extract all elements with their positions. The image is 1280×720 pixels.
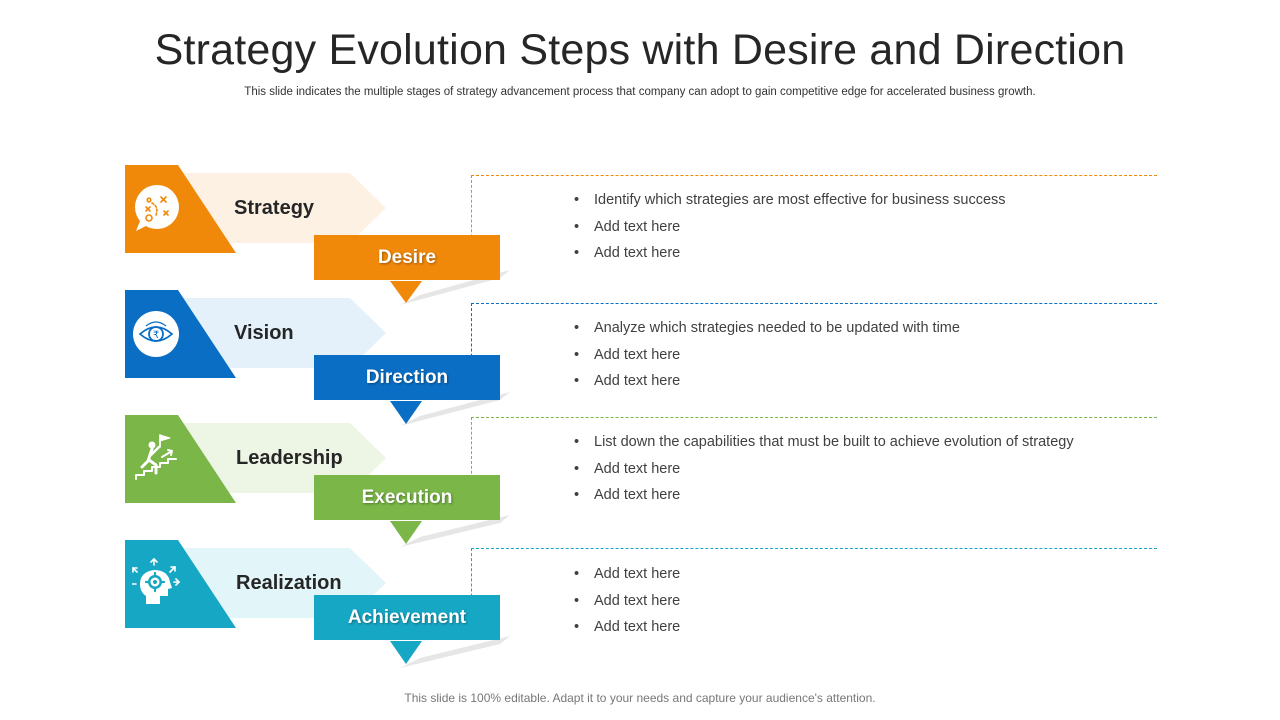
slide-footer: This slide is 100% editable. Adapt it to… [404, 691, 876, 705]
bullet-item: Add text here [574, 561, 680, 588]
stage-label: Realization [236, 572, 342, 594]
svg-text:₹: ₹ [153, 330, 159, 341]
bullet-list: List down the capabilities that must be … [574, 429, 1074, 509]
stage-color-tab [125, 540, 236, 628]
bullet-item: Analyze which strategies needed to be up… [574, 315, 960, 342]
step-strategy: Strategy Desire Identify which strategie… [0, 165, 1280, 305]
bullet-list: Add text here Add text here Add text her… [574, 561, 680, 641]
stage-label: Strategy [234, 197, 315, 219]
banner-down-arrow [390, 281, 422, 303]
head-gear-icon [132, 558, 180, 606]
banner-desire: Desire [314, 235, 500, 280]
stage-color-tab [125, 415, 236, 503]
bullet-item: Add text here [574, 614, 680, 641]
climbing-stairs-flag-icon [132, 433, 180, 481]
strategy-plan-icon [132, 185, 180, 233]
stage-label: Vision [234, 322, 294, 344]
step-realization: Realization Achievement Add text here Ad… [0, 540, 1280, 668]
dashed-bracket [471, 417, 1157, 503]
bullet-item: Add text here [574, 214, 1006, 241]
banner-down-arrow [390, 401, 422, 424]
bullet-item: Add text here [574, 482, 1074, 509]
bullet-item: List down the capabilities that must be … [574, 429, 1074, 456]
eye-rupee-icon: ₹ [132, 310, 180, 358]
bullet-item: Add text here [574, 240, 1006, 267]
banner-shadow [400, 515, 510, 547]
banner-direction: Direction [314, 355, 500, 400]
banner-achievement: Achievement [314, 595, 500, 640]
banner-shadow [400, 392, 510, 426]
banner-execution: Execution [314, 475, 500, 520]
bullet-item: Add text here [574, 588, 680, 615]
bullet-list: Identify which strategies are most effec… [574, 187, 1006, 267]
bullet-item: Add text here [574, 456, 1074, 483]
bullet-list: Analyze which strategies needed to be up… [574, 315, 960, 395]
dashed-bracket [471, 303, 1157, 392]
dashed-bracket [471, 548, 1157, 627]
slide-title: Strategy Evolution Steps with Desire and… [154, 26, 1126, 74]
bullet-item: Add text here [574, 368, 960, 395]
bullet-item: Identify which strategies are most effec… [574, 187, 1006, 214]
step-leadership: Leadership Execution List down the capab… [0, 415, 1280, 547]
slide-subtitle: This slide indicates the multiple stages… [244, 86, 1036, 98]
banner-down-arrow [390, 521, 422, 544]
stage-label: Leadership [236, 447, 343, 469]
step-vision: ₹ Vision Direction Analyze which strateg… [0, 290, 1280, 426]
banner-down-arrow [390, 641, 422, 664]
banner-shadow [400, 636, 510, 668]
dashed-bracket [471, 175, 1157, 272]
bullet-item: Add text here [574, 342, 960, 369]
